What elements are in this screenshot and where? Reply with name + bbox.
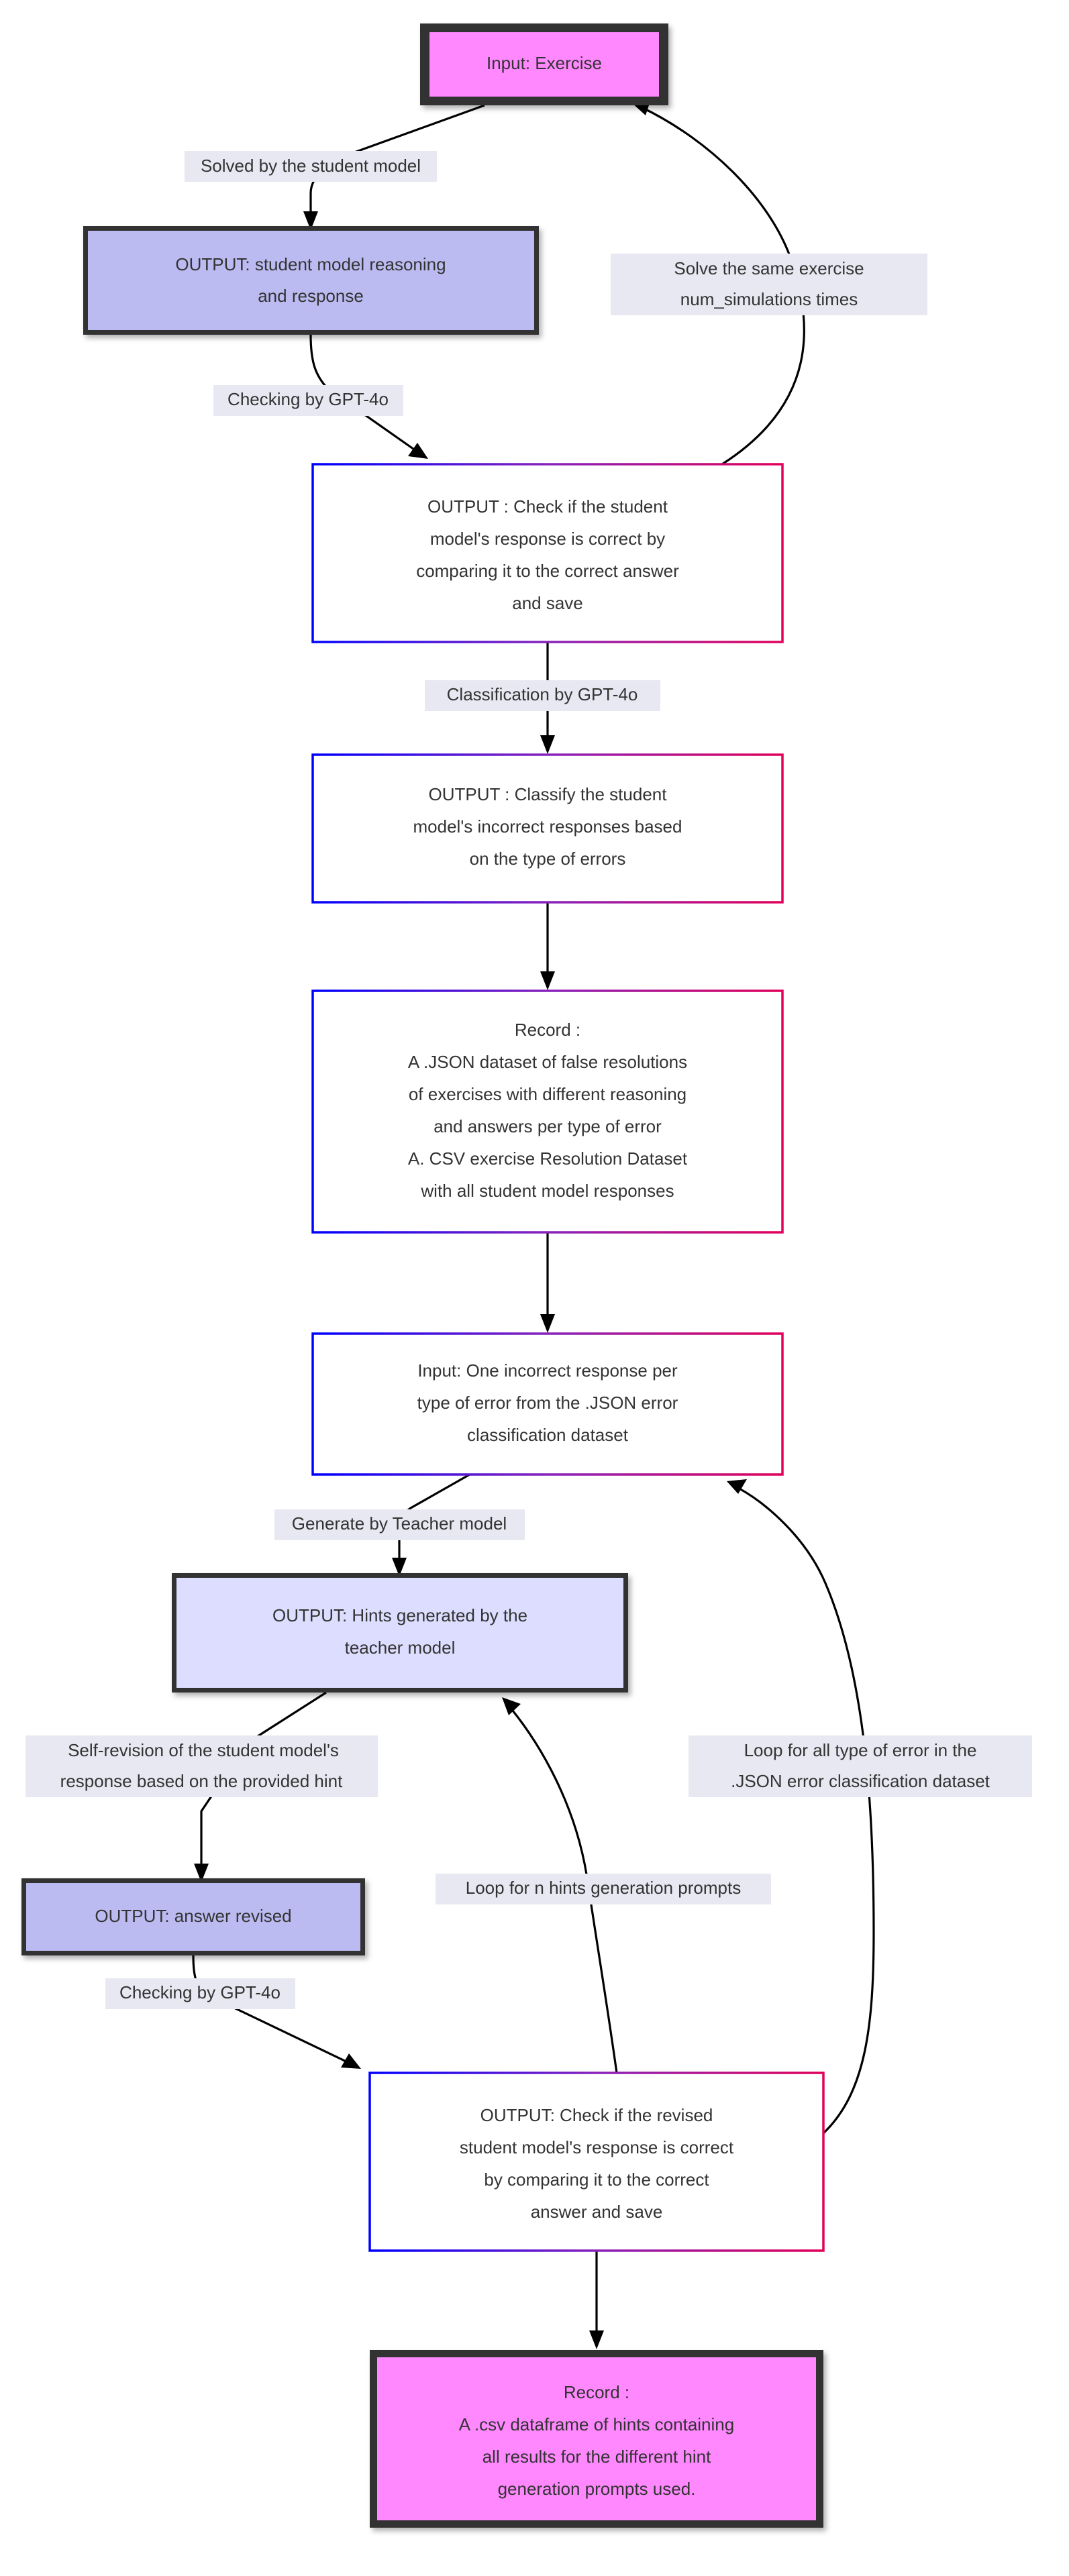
node-classify-errors[interactable]: OUTPUT : Classify the student model's in… bbox=[311, 753, 784, 904]
edge-label-checking-by-gpt4o-1: Checking by GPT-4o bbox=[213, 385, 403, 416]
node-label-line-1: Input: One incorrect response per bbox=[417, 1360, 678, 1381]
node-label-line-2: model's incorrect responses based bbox=[413, 816, 682, 837]
node-box bbox=[311, 1332, 784, 1476]
edge-label-solve-same-exercise: Solve the same exercise num_simulations … bbox=[611, 254, 927, 315]
edge-label-text: Checking by GPT-4o bbox=[227, 389, 389, 409]
node-label-line-3: by comparing it to the correct bbox=[484, 2169, 709, 2190]
edge-check2-to-input-incorrect-loop bbox=[727, 1479, 875, 2135]
edge-label-text: Solved by the student model bbox=[201, 156, 421, 176]
node-label-line-1: OUTPUT : Classify the student bbox=[429, 784, 668, 804]
node-label-line-3: of exercises with different reasoning bbox=[409, 1084, 686, 1104]
arrowhead-icon bbox=[408, 443, 428, 459]
node-answer-revised[interactable]: OUTPUT: answer revised bbox=[21, 1878, 365, 1955]
node-label-line-2: A .JSON dataset of false resolutions bbox=[408, 1052, 687, 1072]
edge-label-loop-n-hints: Loop for n hints generation prompts bbox=[436, 1874, 771, 1904]
edge-label-text-line-1: Self-revision of the student model's bbox=[68, 1740, 339, 1760]
edge-label-classification-by-gpt4o: Classification by GPT-4o bbox=[425, 680, 660, 711]
node-student-reasoning[interactable]: OUTPUT: student model reasoning and resp… bbox=[83, 226, 539, 335]
node-label-line-2: A .csv dataframe of hints containing bbox=[459, 2414, 734, 2434]
arrowhead-icon bbox=[194, 1864, 209, 1882]
arrowhead-icon bbox=[502, 1697, 521, 1715]
edge-label-text-line-2: response based on the provided hint bbox=[60, 1771, 343, 1791]
node-label-line-3: comparing it to the correct answer bbox=[416, 561, 679, 581]
edge-label-bg bbox=[26, 1735, 378, 1797]
node-label-line-2: model's response is correct by bbox=[430, 529, 665, 549]
node-input-exercise[interactable]: Input: Exercise bbox=[420, 23, 668, 105]
node-label-line-4: and save bbox=[512, 593, 583, 613]
node-label-line-6: with all student model responses bbox=[420, 1181, 674, 1201]
arrowhead-icon bbox=[303, 211, 318, 230]
node-input-incorrect-response[interactable]: Input: One incorrect response per type o… bbox=[311, 1332, 784, 1476]
node-box bbox=[311, 753, 784, 904]
edge-label-bg bbox=[611, 254, 927, 315]
edge-label-solved-by-student: Solved by the student model bbox=[185, 151, 437, 182]
node-fill bbox=[429, 32, 659, 97]
edge-label-self-revision: Self-revision of the student model's res… bbox=[26, 1735, 378, 1797]
node-label-line-4: and answers per type of error bbox=[434, 1116, 662, 1136]
arrowhead-icon bbox=[540, 735, 555, 754]
node-label-line-2: teacher model bbox=[345, 1638, 456, 1658]
edge-label-bg bbox=[105, 1978, 295, 2009]
node-fill bbox=[26, 1883, 360, 1951]
arrowhead-icon bbox=[540, 971, 555, 990]
node-label-line-1: Record : bbox=[515, 1020, 580, 1040]
edge-check2-to-record-final bbox=[589, 2251, 604, 2349]
node-fill bbox=[176, 1578, 623, 1688]
node-label-line-1: OUTPUT: student model reasoning bbox=[175, 254, 446, 274]
node-label-line-1: OUTPUT: Check if the revised bbox=[480, 2105, 713, 2125]
nodes-layer: Input: Exercise OUTPUT: student model re… bbox=[21, 23, 825, 2528]
arrowhead-icon bbox=[341, 2053, 361, 2069]
edge-labels-layer: Solved by the student model Solve the sa… bbox=[26, 151, 1032, 2009]
node-label-line-2: and response bbox=[258, 286, 364, 306]
node-label-line-1: Record : bbox=[564, 2382, 629, 2402]
edge-label-bg bbox=[425, 680, 660, 711]
arrowhead-icon bbox=[540, 1314, 555, 1333]
node-label-line-2: student model's response is correct bbox=[460, 2137, 734, 2157]
node-check-revised-response[interactable]: OUTPUT: Check if the revised student mod… bbox=[368, 2072, 825, 2252]
edge-label-text: Generate by Teacher model bbox=[292, 1513, 507, 1534]
node-label-line-3: all results for the different hint bbox=[482, 2447, 711, 2467]
edge-label-text: Classification by GPT-4o bbox=[447, 684, 638, 704]
node-label-line-2: type of error from the .JSON error bbox=[417, 1393, 678, 1413]
node-label-line-4: answer and save bbox=[531, 2202, 663, 2222]
edge-revised-to-check2 bbox=[192, 1955, 361, 2069]
edge-label-text-line-1: Loop for all type of error in the bbox=[744, 1740, 977, 1760]
node-label: OUTPUT: answer revised bbox=[95, 1906, 291, 1926]
node-fill bbox=[377, 2357, 816, 2520]
edge-label-text: Loop for n hints generation prompts bbox=[466, 1878, 741, 1898]
node-label-line-3: classification dataset bbox=[467, 1425, 629, 1445]
arrowhead-icon bbox=[727, 1479, 747, 1494]
node-record-json-csv[interactable]: Record : A .JSON dataset of false resolu… bbox=[311, 989, 784, 1234]
edge-label-generate-by-teacher: Generate by Teacher model bbox=[274, 1509, 525, 1540]
node-box bbox=[368, 2072, 825, 2252]
edge-label-bg bbox=[185, 151, 437, 182]
edge-label-bg bbox=[213, 385, 403, 416]
edge-label-text-line-2: .JSON error classification dataset bbox=[731, 1771, 990, 1791]
edge-record-to-input-incorrect bbox=[540, 1232, 555, 1333]
node-label-line-3: on the type of errors bbox=[470, 849, 626, 869]
node-box bbox=[311, 989, 784, 1234]
edge-label-bg bbox=[436, 1874, 771, 1904]
edge-label-bg bbox=[274, 1509, 525, 1540]
edge-label-bg bbox=[689, 1735, 1032, 1797]
node-label-line-1: OUTPUT: Hints generated by the bbox=[272, 1605, 527, 1625]
edge-label-text-line-1: Solve the same exercise bbox=[674, 258, 864, 278]
node-box bbox=[311, 463, 784, 643]
node-check-student-response[interactable]: OUTPUT : Check if the student model's re… bbox=[311, 463, 784, 643]
node-label: Input: Exercise bbox=[487, 53, 602, 73]
node-hints-generated[interactable]: OUTPUT: Hints generated by the teacher m… bbox=[172, 1573, 628, 1693]
edge-label-checking-by-gpt4o-2: Checking by GPT-4o bbox=[105, 1978, 295, 2009]
arrowhead-icon bbox=[392, 1558, 407, 1576]
node-label-line-1: OUTPUT : Check if the student bbox=[427, 496, 668, 517]
edge-classify-to-record bbox=[540, 902, 555, 990]
node-label-line-4: generation prompts used. bbox=[498, 2479, 696, 2499]
edge-label-text-line-2: num_simulations times bbox=[680, 289, 858, 309]
edge-label-text: Checking by GPT-4o bbox=[119, 1982, 281, 2002]
node-label-line-5: A. CSV exercise Resolution Dataset bbox=[408, 1148, 688, 1169]
arrowhead-icon bbox=[589, 2330, 604, 2349]
node-fill bbox=[88, 231, 534, 330]
node-record-csv-hints[interactable]: Record : A .csv dataframe of hints conta… bbox=[370, 2350, 823, 2528]
edge-label-loop-all-type-error: Loop for all type of error in the .JSON … bbox=[689, 1735, 1032, 1797]
